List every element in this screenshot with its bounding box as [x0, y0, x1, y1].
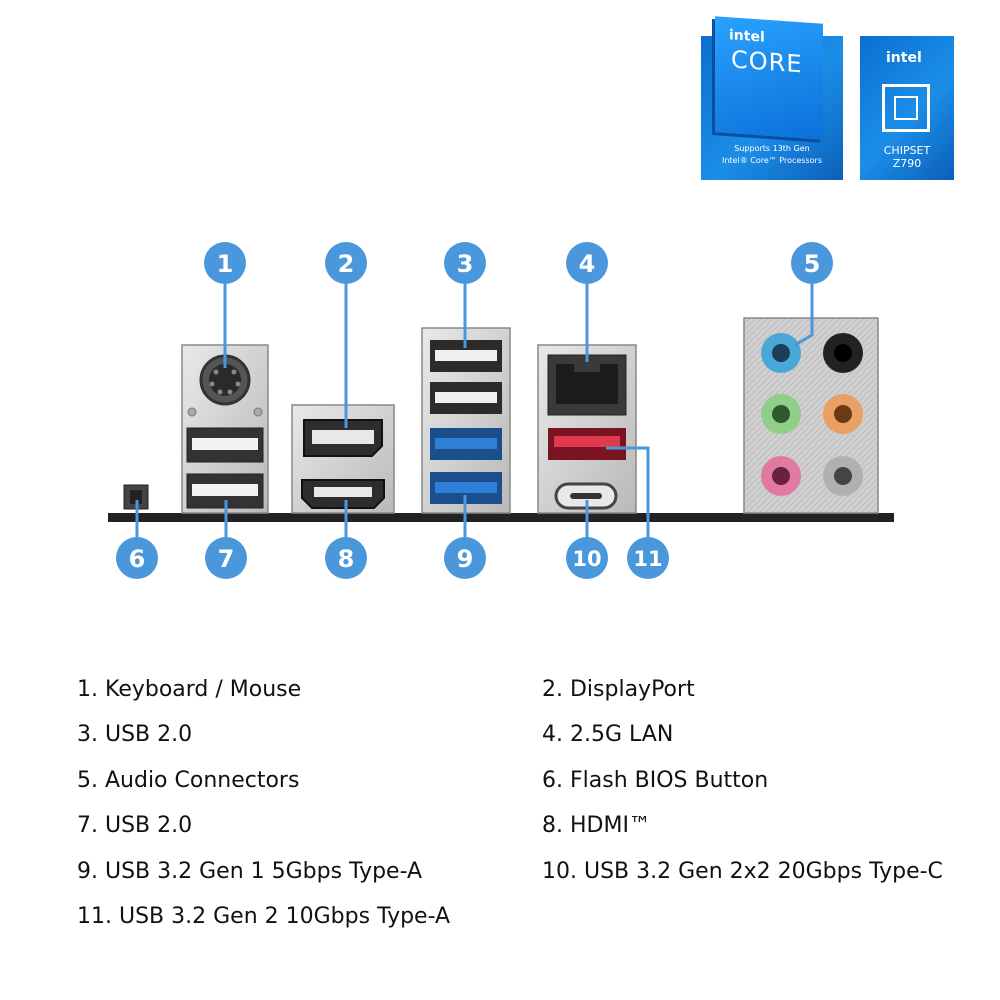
chip-icon	[882, 84, 930, 132]
callout-9: 9	[444, 537, 486, 579]
io-shield-base	[108, 513, 894, 522]
legend-item-4: 4. 2.5G LAN	[542, 722, 674, 747]
legend-item-7: 7. USB 2.0	[77, 813, 193, 838]
svg-text:3: 3	[457, 250, 474, 278]
callout-6: 6	[116, 537, 158, 579]
legend-item-9: 9. USB 3.2 Gen 1 5Gbps Type-A	[77, 859, 423, 884]
legend-item-11: 11. USB 3.2 Gen 2 10Gbps Type-A	[77, 904, 451, 929]
displayport-hdmi-stack	[291, 404, 395, 514]
legend-item-3: 3. USB 2.0	[77, 722, 193, 747]
audio-jack-black[interactable]	[823, 333, 863, 373]
io-panel-diagram: 1 2 3 4 5 6 7 8 9 10 11	[108, 242, 894, 579]
callout-11: 11	[627, 537, 669, 579]
intel-core-badge: intel CORE Supports 13th Gen Intel® Core…	[701, 16, 843, 180]
chipset-badge-brand: intel	[886, 50, 922, 66]
legend-item-2: 2. DisplayPort	[542, 677, 695, 702]
svg-text:5: 5	[804, 250, 821, 278]
svg-text:2: 2	[338, 250, 355, 278]
svg-text:11: 11	[633, 547, 662, 571]
callout-8: 8	[325, 537, 367, 579]
callout-3: 3	[444, 242, 486, 284]
audio-jack-orange[interactable]	[823, 394, 863, 434]
legend-item-1: 1. Keyboard / Mouse	[77, 677, 302, 702]
callout-2: 2	[325, 242, 367, 284]
core-badge-line2: Intel® Core™ Processors	[721, 156, 822, 165]
usb-quad-stack	[421, 327, 511, 514]
callout-5: 5	[791, 242, 833, 284]
svg-text:7: 7	[218, 545, 235, 573]
lan-usbc-stack	[537, 344, 637, 514]
legend-item-6: 6. Flash BIOS Button	[542, 768, 769, 793]
svg-text:4: 4	[579, 250, 596, 278]
svg-text:9: 9	[457, 545, 474, 573]
svg-text:8: 8	[338, 545, 355, 573]
ps2-usb-stack	[181, 344, 269, 514]
core-badge-line1: Supports 13th Gen	[734, 144, 810, 153]
callout-1: 1	[204, 242, 246, 284]
svg-text:1: 1	[217, 250, 234, 278]
leader-lines	[135, 283, 814, 538]
callout-4: 4	[566, 242, 608, 284]
intel-chipset-badge: intel CHIPSET Z790	[860, 36, 954, 180]
audio-connectors	[743, 317, 879, 514]
chipset-badge-line2: Z790	[892, 157, 922, 170]
audio-jack-pink[interactable]	[761, 456, 801, 496]
legend-item-8: 8. HDMI™	[542, 813, 651, 838]
audio-jack-blue[interactable]	[761, 333, 801, 373]
audio-jack-green[interactable]	[761, 394, 801, 434]
chipset-badge-line1: CHIPSET	[883, 144, 931, 157]
svg-text:6: 6	[129, 545, 146, 573]
svg-text:10: 10	[572, 547, 601, 571]
audio-jack-gray[interactable]	[823, 456, 863, 496]
callouts: 1 2 3 4 5 6 7 8 9 10 11	[116, 242, 833, 579]
legend-item-5: 5. Audio Connectors	[77, 768, 300, 793]
callout-7: 7	[205, 537, 247, 579]
callout-10: 10	[566, 537, 608, 579]
legend-item-10: 10. USB 3.2 Gen 2x2 20Gbps Type-C	[542, 859, 943, 884]
